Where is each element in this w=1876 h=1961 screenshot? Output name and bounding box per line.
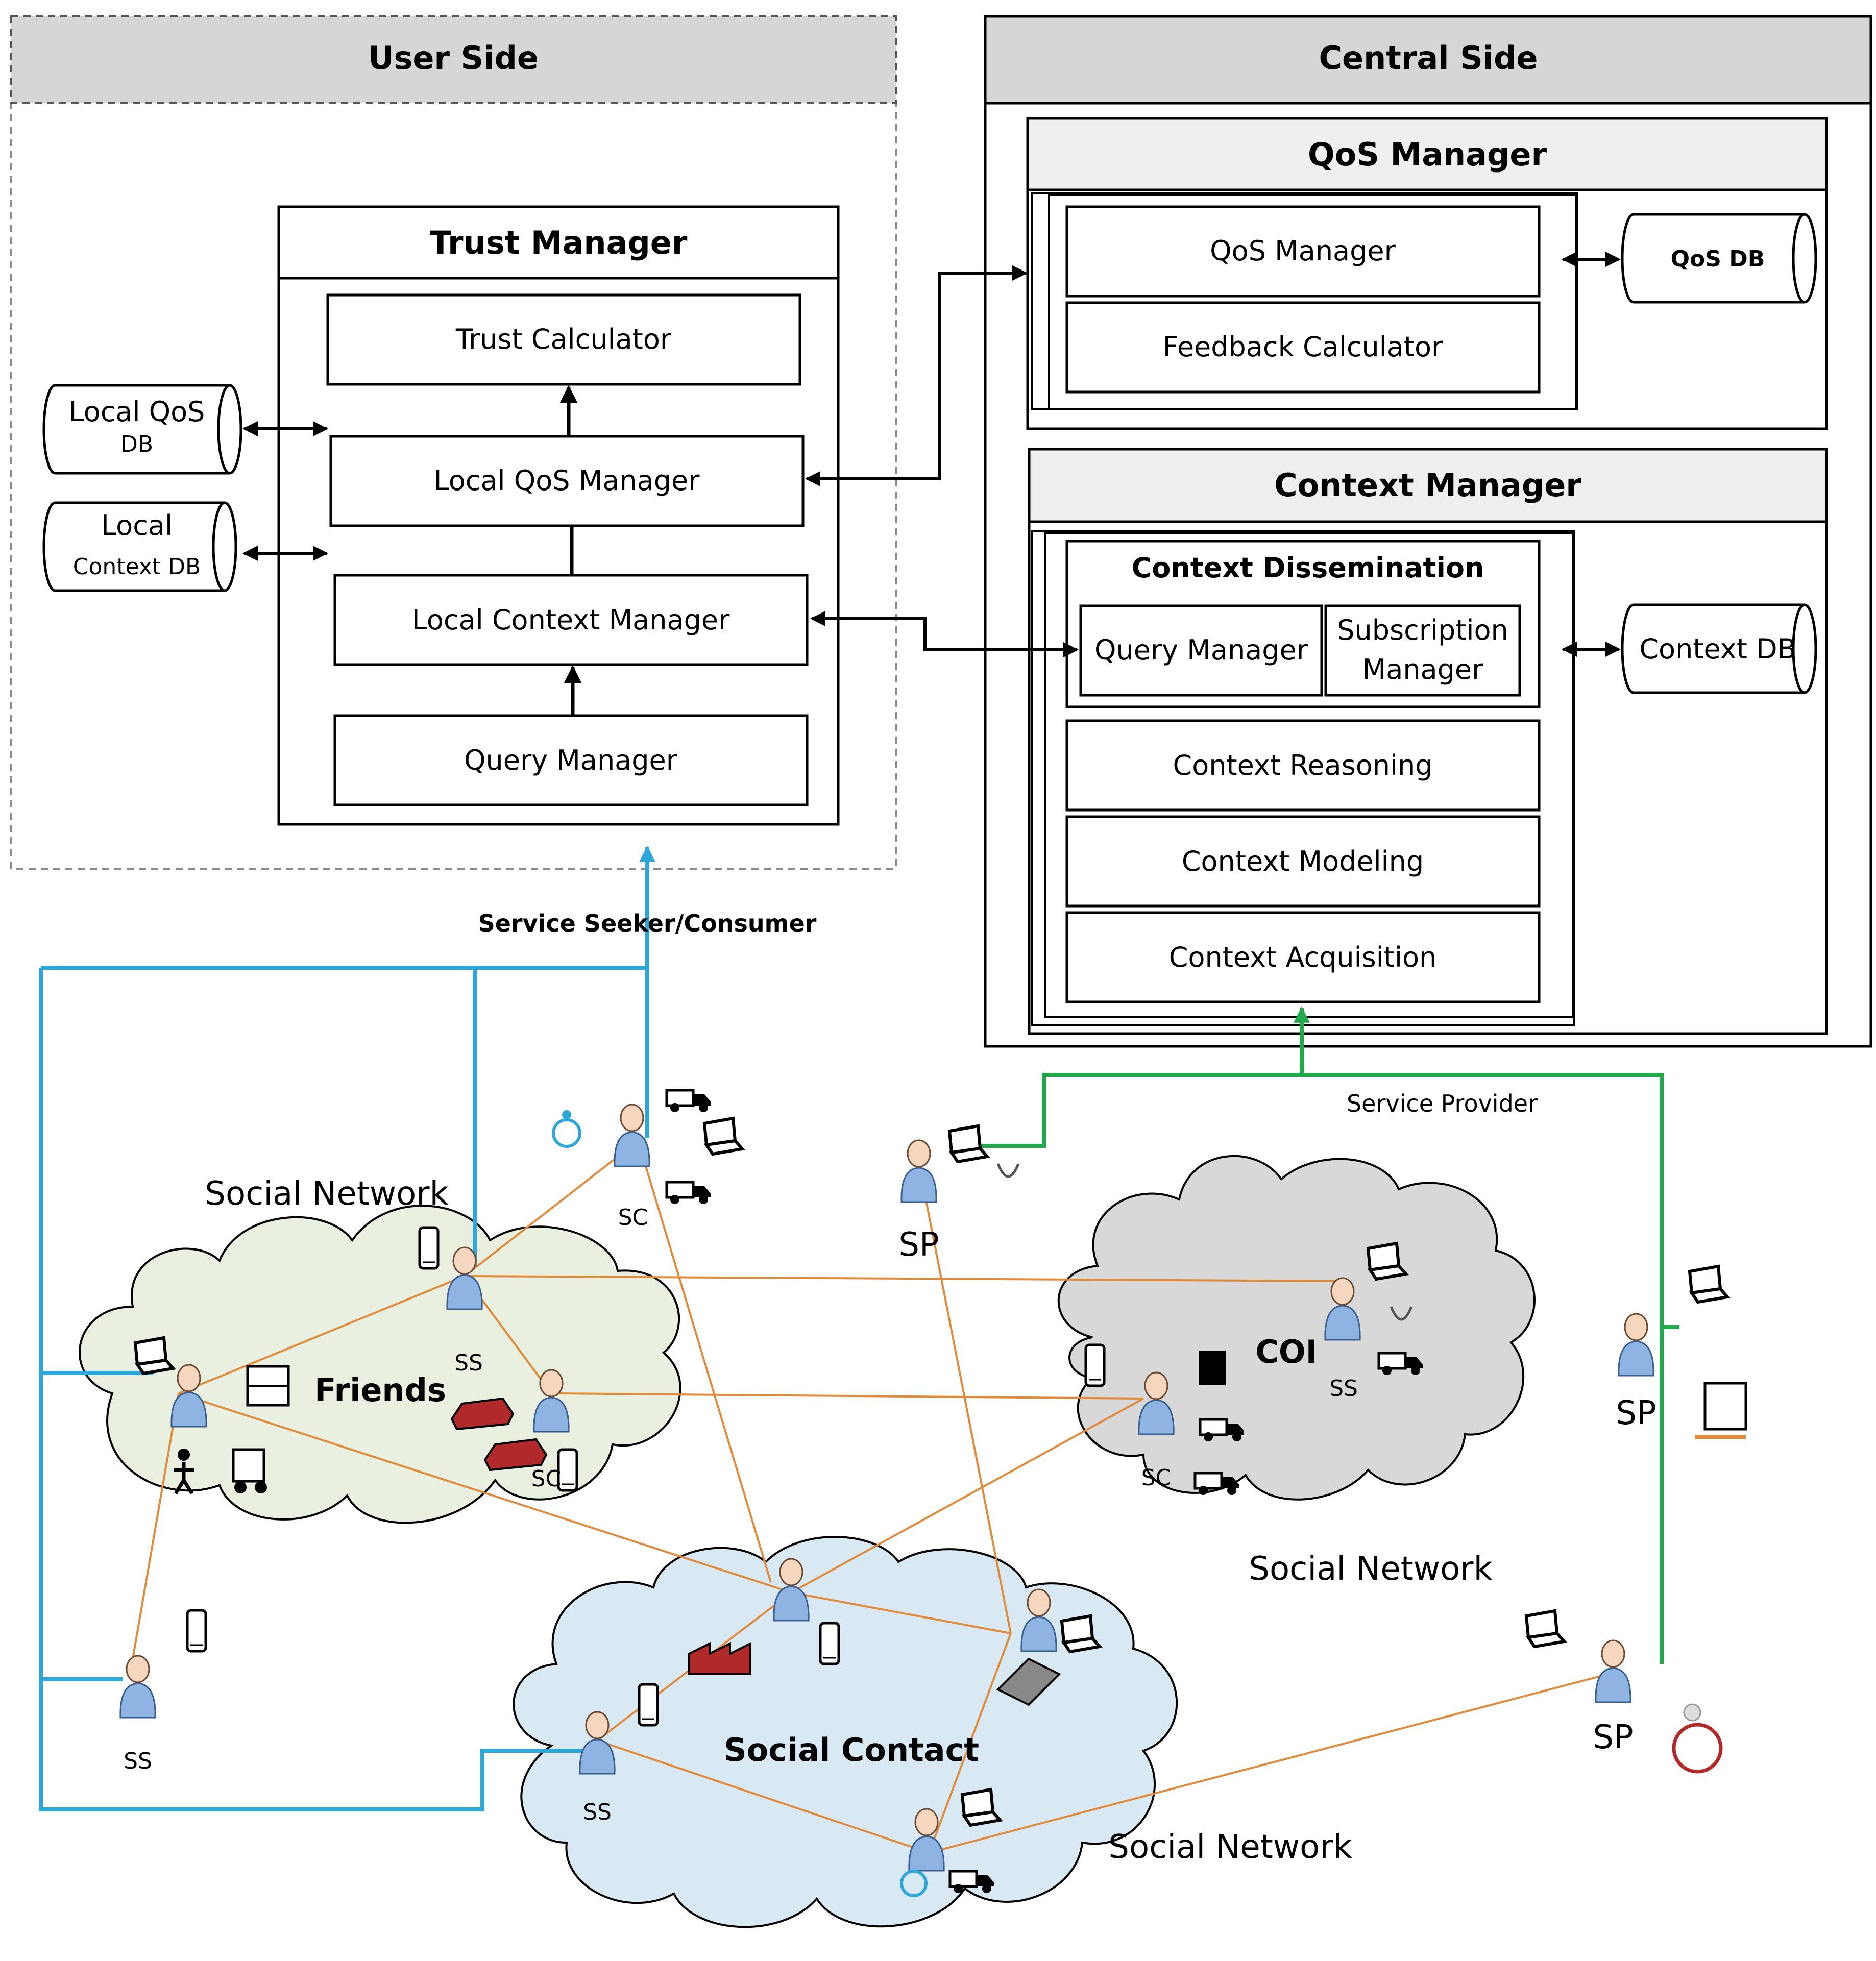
printer-icon	[246, 1365, 290, 1407]
central-query-manager-module[interactable]: Query Manager	[1079, 604, 1323, 697]
local-query-manager-label: Query Manager	[464, 744, 678, 776]
forklift-icon	[232, 1448, 267, 1493]
phone-icon	[558, 1450, 577, 1490]
social-network-label-bottom: Social Network	[1108, 1828, 1352, 1866]
wheelchair-icon	[900, 1870, 928, 1897]
context-reasoning-label: Context Reasoning	[1173, 749, 1432, 781]
factory-icon	[688, 1641, 751, 1675]
provider-link-label: Service Provider	[1347, 1090, 1538, 1117]
trust-manager-title: Trust Manager	[430, 224, 688, 261]
coi-cloud	[1057, 1155, 1536, 1501]
qos-manager-module[interactable]: QoS Manager	[1065, 205, 1541, 298]
person-sp-top[interactable]	[900, 1139, 937, 1203]
phone-icon	[820, 1623, 839, 1664]
subscription-manager-module[interactable]: Subscription Manager	[1324, 604, 1521, 697]
person-sp-bottom-right[interactable]	[1595, 1639, 1631, 1703]
doctor-icon	[1695, 1382, 1747, 1439]
social-network-label-right: Social Network	[1249, 1550, 1492, 1588]
role-label-sp-top: SP	[898, 1226, 939, 1264]
laptop-icon	[1690, 1266, 1727, 1302]
subscription-manager-label-line2: Manager	[1362, 653, 1483, 685]
role-label-sp-right: SP	[1616, 1394, 1656, 1432]
trust-calculator-label: Trust Calculator	[455, 323, 672, 355]
social-network-label-top-left: Social Network	[205, 1175, 448, 1213]
role-label-ss-friends: SS	[454, 1350, 483, 1376]
role-label-ss-bottom-left: SS	[124, 1748, 152, 1774]
feedback-calculator-module[interactable]: Feedback Calculator	[1065, 301, 1541, 394]
context-reasoning-module[interactable]: Context Reasoning	[1065, 719, 1541, 812]
link-local-qos-to-qos-manager	[805, 265, 1028, 486]
car-icon	[450, 1397, 515, 1431]
social-contact-cloud-label: Social Contact	[724, 1731, 979, 1769]
context-modeling-label: Context Modeling	[1182, 845, 1424, 877]
central-side-title: Central Side	[1319, 39, 1538, 77]
consumer-link-label: Service Seeker/Consumer	[478, 910, 817, 937]
role-label-ss-coi: SS	[1329, 1376, 1358, 1402]
qos-db-label: QoS DB	[1671, 246, 1765, 272]
context-acquisition-module[interactable]: Context Acquisition	[1065, 911, 1541, 1003]
wheelchair-icon	[1672, 1703, 1723, 1774]
truck-icon	[667, 1182, 711, 1204]
phone-icon	[639, 1684, 657, 1725]
qos-manager-module-label: QoS Manager	[1210, 235, 1396, 267]
stethoscope-icon	[1390, 1306, 1413, 1321]
worker-icon	[174, 1449, 194, 1494]
role-label-sc-top: SC	[618, 1205, 648, 1231]
provider-links	[970, 1006, 1679, 1664]
consumer-links	[39, 845, 655, 1811]
laptop-icon	[704, 1118, 742, 1154]
local-context-manager-label: Local Context Manager	[412, 604, 730, 636]
qos-manager-title: QoS Manager	[1308, 136, 1547, 173]
stethoscope-icon	[996, 1163, 1020, 1178]
social-edges	[132, 1140, 1609, 1854]
car-icon	[483, 1438, 548, 1472]
server-icon	[996, 1657, 1061, 1706]
role-label-ss-contact: SS	[583, 1799, 612, 1825]
local-context-db: Local Context DB	[42, 501, 237, 592]
user-side-title: User Side	[368, 39, 539, 77]
context-manager-title: Context Manager	[1274, 467, 1581, 504]
role-label-sc-friends: SC	[531, 1466, 562, 1492]
local-qos-db-label-line2: DB	[120, 431, 153, 457]
role-label-sc-coi: SC	[1141, 1465, 1172, 1491]
wheelchair-icon	[552, 1110, 581, 1148]
local-context-db-label-line1: Local	[101, 509, 173, 542]
context-acquisition-label: Context Acquisition	[1169, 941, 1436, 973]
context-dissemination-title: Context Dissemination	[1132, 552, 1484, 584]
central-query-manager-label: Query Manager	[1094, 634, 1308, 666]
local-context-db-label-line2: Context DB	[73, 554, 201, 580]
local-qos-manager-label: Local QoS Manager	[434, 464, 700, 497]
local-qos-manager-module[interactable]: Local QoS Manager	[329, 435, 805, 527]
phone-icon	[1086, 1345, 1104, 1386]
trust-calculator-module[interactable]: Trust Calculator	[326, 293, 801, 386]
role-label-sp-bottom-right: SP	[1593, 1719, 1633, 1756]
truck-icon	[667, 1090, 711, 1112]
subscription-manager-label-line1: Subscription	[1337, 614, 1508, 646]
person-ss-bottom-left[interactable]	[119, 1655, 156, 1719]
friends-cloud-label: Friends	[314, 1371, 446, 1409]
link-local-context-to-query-manager	[810, 611, 1079, 657]
qos-db: QoS DB	[1621, 213, 1817, 304]
local-context-manager-module[interactable]: Local Context Manager	[333, 574, 809, 666]
local-qos-db-label-line1: Local QoS	[69, 396, 205, 428]
laptop-icon	[1526, 1611, 1564, 1647]
context-db: Context DB	[1621, 603, 1817, 694]
phone-icon	[420, 1228, 438, 1268]
coi-cloud-label: COI	[1255, 1333, 1317, 1370]
context-modeling-module[interactable]: Context Modeling	[1065, 815, 1541, 908]
local-query-manager-module[interactable]: Query Manager	[333, 714, 809, 806]
person-sp-right[interactable]	[1618, 1313, 1654, 1377]
trash-bin-icon	[1199, 1351, 1226, 1385]
phone-icon	[187, 1610, 206, 1651]
local-qos-db: Local QoS DB	[42, 384, 242, 475]
person-sc-top[interactable]	[614, 1104, 650, 1167]
context-db-label: Context DB	[1639, 633, 1796, 665]
feedback-calculator-label: Feedback Calculator	[1163, 331, 1443, 363]
